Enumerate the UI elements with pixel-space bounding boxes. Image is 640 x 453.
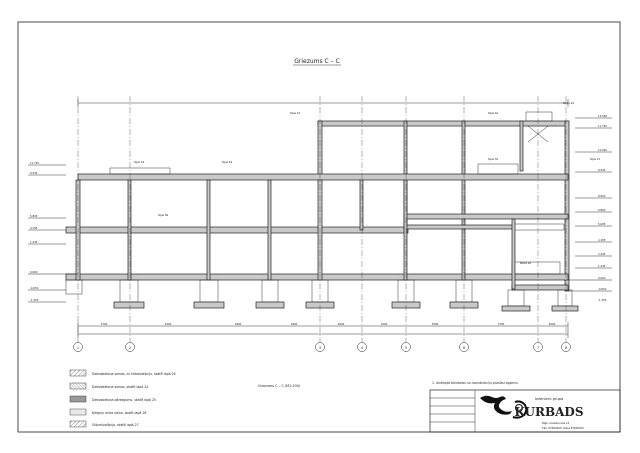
footnote: 1. Ievērojot būvdarbu un konstrukciju pr… xyxy=(432,381,518,385)
element-tag: Bloks 26 xyxy=(520,261,531,265)
foundation-footings xyxy=(65,279,579,312)
element-tags: Sijas S1 Sijas S2 Bloks 24 Sijas S3 Sija… xyxy=(134,101,600,265)
element-tag: Sijas S2 xyxy=(488,111,498,115)
level-label: 1,445 xyxy=(30,240,38,244)
dimension-label: 4200 xyxy=(165,322,172,326)
dimension-label: 3500 xyxy=(432,322,439,326)
company-address: Rīga, Ausekļa iela 14 xyxy=(542,421,570,425)
drawing-title: Griezums C – C xyxy=(294,58,340,65)
grid-axis-label: 8 xyxy=(565,346,567,350)
dimension-label: 4000 xyxy=(549,322,556,326)
sheet-border xyxy=(17,21,621,433)
grid-axis-label: 3 xyxy=(319,346,321,350)
level-label: 4,185 xyxy=(30,226,38,230)
legend-item-label: Ķieģeļu mūra siena, skatīt lapā 26 xyxy=(92,411,146,415)
legend-item-label: Dzelzsbetona sienas, skatīt lapā 24 xyxy=(92,385,148,389)
legend-item-label: Dzelzsbetona sienas, ar hidroizolāciju, … xyxy=(92,372,176,376)
legend-swatch xyxy=(69,395,87,403)
grid-axis-lines xyxy=(77,96,567,342)
company-logo xyxy=(480,395,528,419)
legend-swatch xyxy=(69,369,87,377)
elevation-label: 5,695 xyxy=(598,222,606,226)
elevation-label: 1,445 xyxy=(598,264,606,268)
grid-axis-label: 1 xyxy=(77,346,79,350)
level-label: 9,545 xyxy=(30,171,38,175)
company-phone: Tālr. 67800000, fakss 67800001 xyxy=(542,426,584,430)
elevation-label: 11,745 xyxy=(598,124,607,128)
elevation-label: -0,650 xyxy=(598,287,607,291)
level-label: 11,745 xyxy=(30,161,39,165)
elevation-label: 0,000 xyxy=(598,276,606,280)
scale-note: Griezums C – C (M1:100) xyxy=(258,384,301,388)
element-tag: Sijas S7 xyxy=(590,157,600,161)
legend-item-label: Dzelzsbetona pārsegums, skatīt lapā 25 xyxy=(92,398,156,402)
level-label: -1,355 xyxy=(30,298,39,302)
dimension-label: 3700 xyxy=(498,322,505,326)
elevation-label: -1,355 xyxy=(598,298,607,302)
grid-axis-label: 4 xyxy=(361,346,363,350)
legend-swatch xyxy=(69,382,87,390)
grid-axis-label: 2 xyxy=(129,346,131,350)
grid-axis-markers: 1 2 3 4 5 6 7 8 xyxy=(73,342,571,352)
grid-axis-label: 7 xyxy=(537,346,539,350)
legend: Dzelzsbetona sienas, ar hidroizolāciju, … xyxy=(69,369,176,428)
elevation-label: 8,000 xyxy=(598,194,606,198)
elevation-label: 6,860 xyxy=(598,208,606,212)
elevation-label: 2,445 xyxy=(598,252,606,256)
dimension-label: 3900 xyxy=(291,322,298,326)
grid-axis-label: 5 xyxy=(405,346,407,350)
dimension-label: 5700 xyxy=(101,322,108,326)
level-label: 5,845 xyxy=(30,214,38,218)
elevation-label: 9,545 xyxy=(598,168,606,172)
element-tag: Sijas S1 xyxy=(290,111,300,115)
legend-item-label: Siltumizolācija, skatīt lapā 27 xyxy=(92,423,139,427)
bottom-dimensions: 5700 4200 3900 3900 4000 3200 3500 3700 … xyxy=(101,322,556,326)
element-tag: Sijas S6 xyxy=(158,213,168,217)
company-name: KURBADS xyxy=(515,405,584,419)
legend-swatch xyxy=(69,408,87,416)
dimension-label: 4000 xyxy=(338,322,345,326)
dimension-label: 3200 xyxy=(381,322,388,326)
elevation-label: 10,040 xyxy=(598,148,607,152)
legend-swatch xyxy=(69,420,87,428)
right-elevation-labels: 13,560 11,745 10,040 9,545 8,000 6,860 5… xyxy=(598,114,607,302)
element-tag: Sijas S5 xyxy=(488,157,498,161)
grid-axis-label: 6 xyxy=(463,346,465,350)
element-tag: Sijas S4 xyxy=(222,160,232,164)
left-level-labels: 11,745 9,545 5,845 4,185 1,445 0,000 -0,… xyxy=(30,161,39,302)
company-line1: Inženieru grupa xyxy=(535,397,563,401)
title-block: Inženieru grupa KURBADS Rīga, Ausekļa ie… xyxy=(429,389,621,433)
dimension-label: 3900 xyxy=(235,322,242,326)
element-tag: Sijas S3 xyxy=(134,160,144,164)
elevation-label: 4,185 xyxy=(598,238,606,242)
level-label: 0,000 xyxy=(30,270,38,274)
element-tag: Bloks 24 xyxy=(563,101,574,105)
level-label: -0,650 xyxy=(30,286,39,290)
elevation-label: 13,560 xyxy=(598,114,607,118)
